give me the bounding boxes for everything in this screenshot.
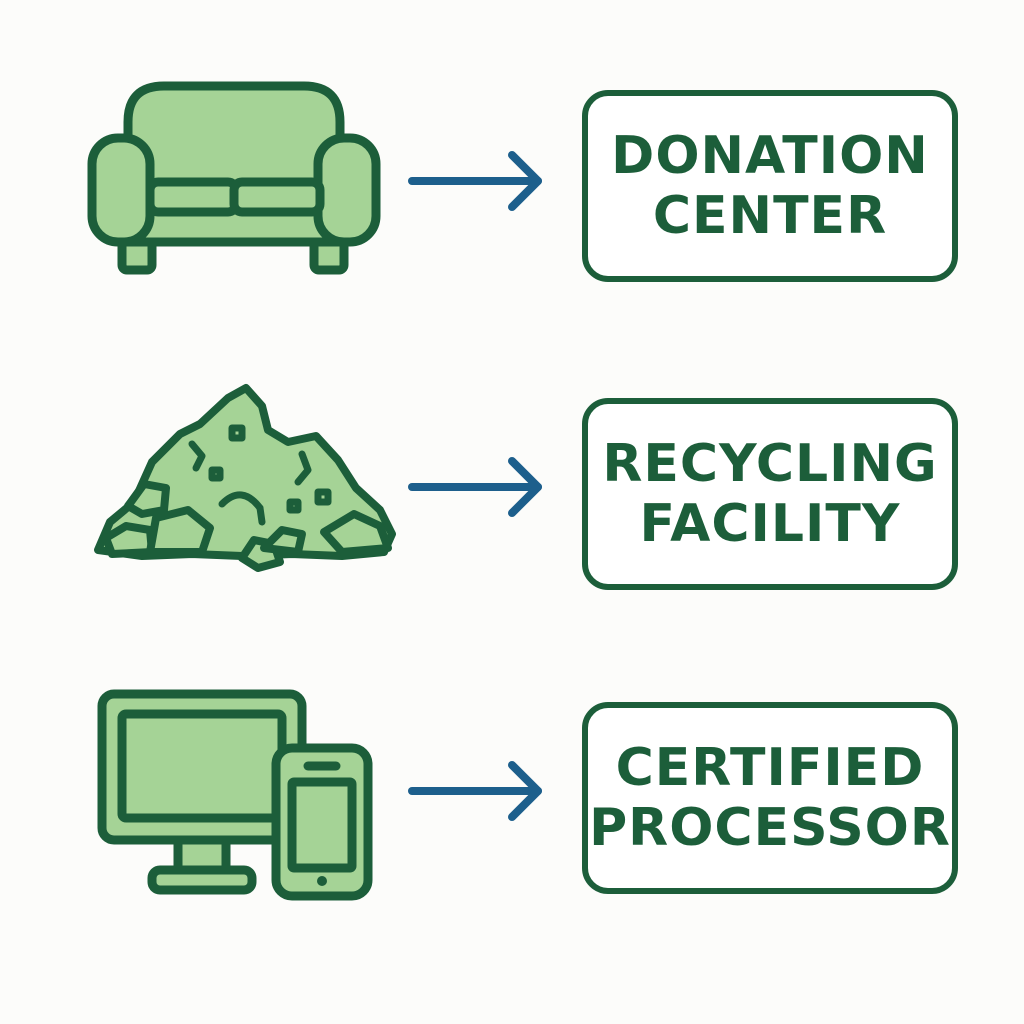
destination-label-line-1: DONATION — [611, 126, 929, 186]
certified-processor-box: CERTIFIED PROCESSOR — [582, 702, 958, 894]
arrow-to-recycling-facility — [404, 452, 550, 522]
debris-pile-icon — [92, 384, 396, 574]
recycling-facility-box: RECYCLING FACILITY — [582, 398, 958, 590]
destination-label-line-2: CENTER — [652, 186, 888, 246]
sofa-icon — [87, 80, 381, 276]
destination-label-line-1: RECYCLING — [602, 434, 938, 494]
arrow-to-certified-processor — [404, 756, 550, 826]
destination-label-line-2: FACILITY — [639, 494, 901, 554]
arrow-to-donation-center — [404, 146, 550, 216]
computer-and-phone-icon — [96, 688, 376, 902]
donation-center-box: DONATION CENTER — [582, 90, 958, 282]
destination-label-line-1: CERTIFIED — [615, 738, 925, 798]
destination-label-line-2: PROCESSOR — [589, 798, 951, 858]
